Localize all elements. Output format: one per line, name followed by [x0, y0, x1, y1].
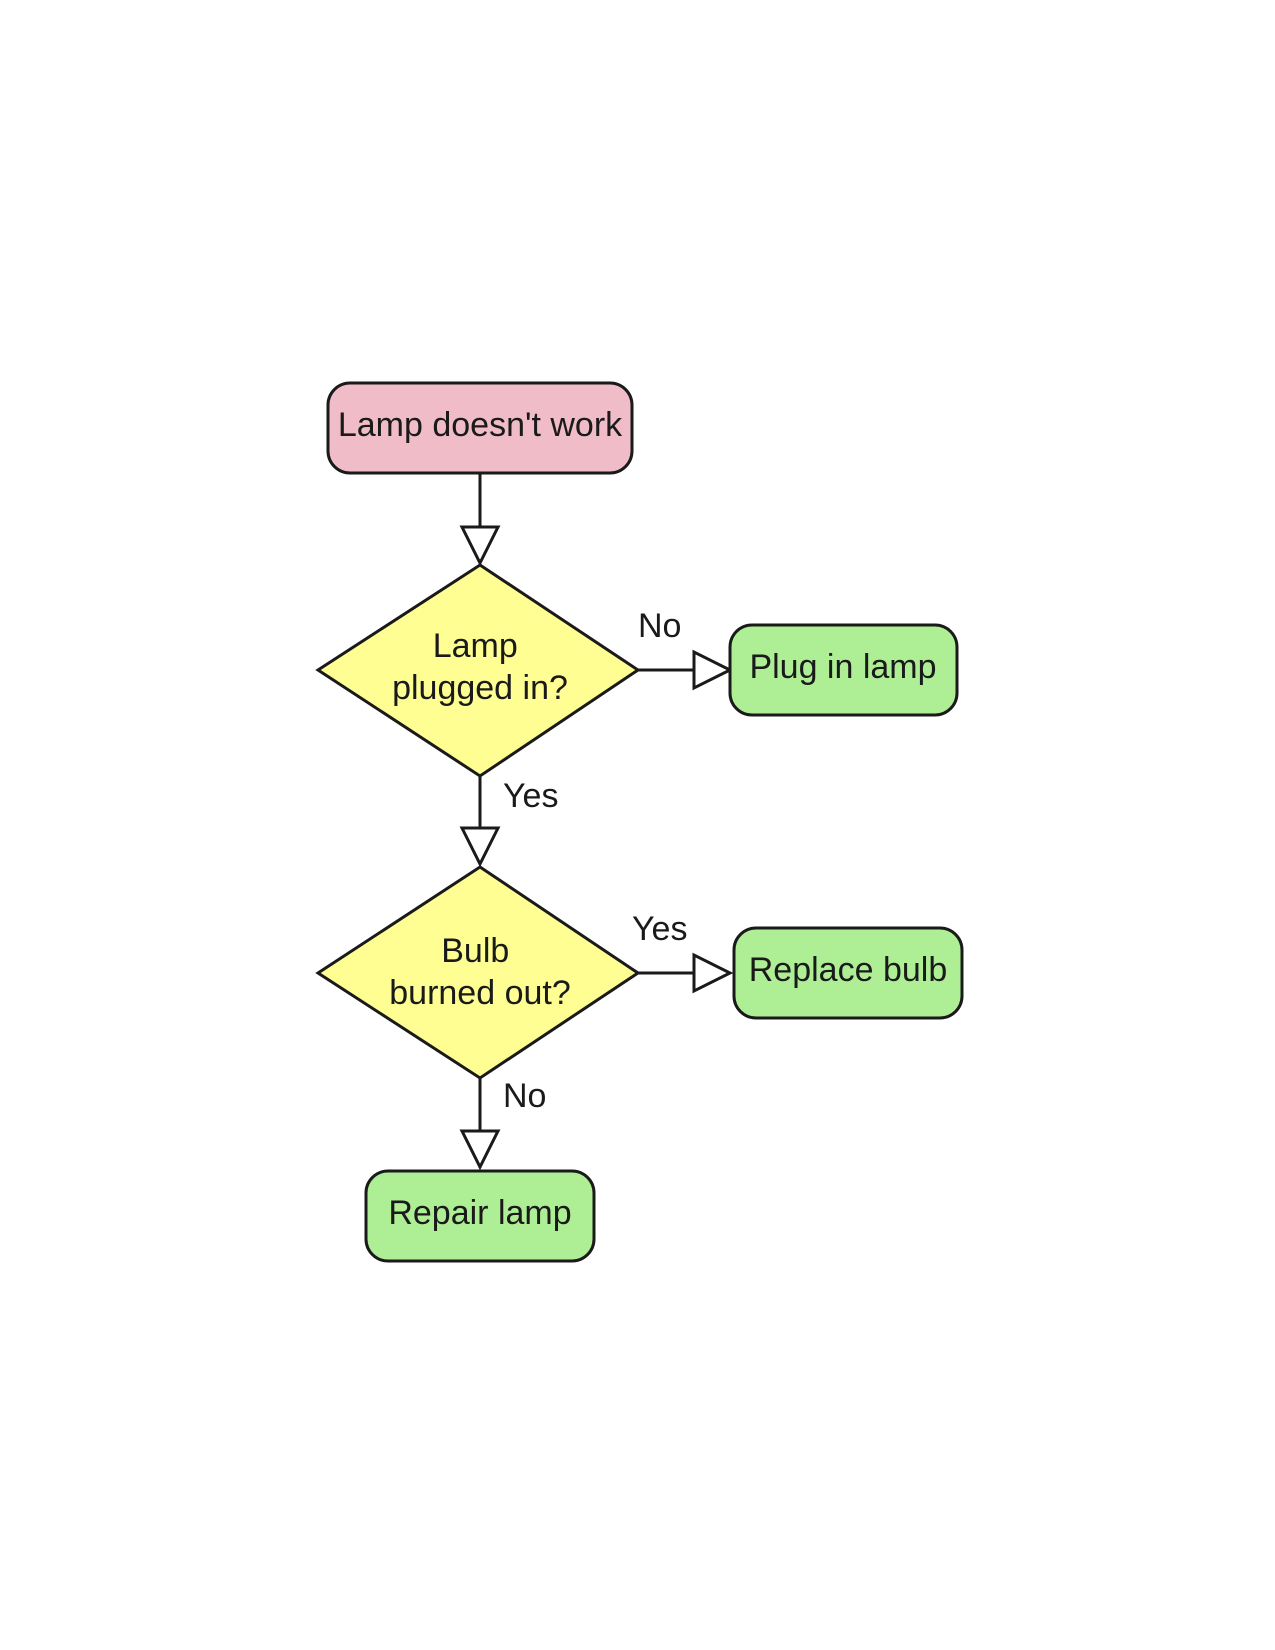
node-decision-bulb: Bulb burned out? [315, 865, 641, 1080]
action-replace-line: Replace bulb [749, 951, 947, 989]
decision-bulb-line-2: burned out? [389, 974, 571, 1012]
edge-label-plugged-no: No [638, 607, 681, 645]
start-box [326, 381, 634, 475]
decision-plugged-line-1: Lamp [433, 627, 518, 665]
node-action-plug: Plug in lamp [728, 623, 959, 717]
action-repair-line: Repair lamp [388, 1194, 571, 1232]
start-label: Lamp doesn't work [338, 406, 623, 444]
start-label-line: Lamp doesn't work [338, 406, 623, 444]
action-plug-line: Plug in lamp [749, 648, 936, 686]
action-repair-box [364, 1169, 596, 1263]
action-plug-box [728, 623, 959, 717]
arrowhead-down-icon [459, 1129, 501, 1171]
action-replace-box [732, 926, 964, 1020]
action-replace-label: Replace bulb [749, 951, 947, 989]
arrowhead-down-icon [459, 826, 501, 868]
arrowhead-right-icon [692, 649, 734, 691]
node-decision-plugged: Lamp plugged in? [315, 563, 641, 778]
arrowhead-down-icon [459, 525, 501, 567]
decision-plugged-line-2: plugged in? [392, 669, 568, 707]
decision-bulb-label: Bulb burned out? [389, 932, 571, 1012]
decision-plugged-label: Lamp plugged in? [392, 627, 568, 707]
node-start: Lamp doesn't work [326, 381, 634, 475]
arrowhead-right-icon [692, 952, 734, 994]
decision-bulb-diamond [315, 865, 641, 1080]
edge-label-bulb-no: No [503, 1077, 546, 1115]
edge-label-bulb-yes: Yes [632, 910, 687, 948]
action-repair-label: Repair lamp [388, 1194, 571, 1232]
decision-bulb-line-1: Bulb [441, 932, 509, 970]
node-action-repair: Repair lamp [364, 1169, 596, 1263]
action-plug-label: Plug in lamp [749, 648, 936, 686]
edge-label-plugged-yes: Yes [503, 777, 558, 815]
connectors [459, 473, 734, 1171]
node-action-replace: Replace bulb [732, 926, 964, 1020]
decision-plugged-diamond [315, 563, 641, 778]
